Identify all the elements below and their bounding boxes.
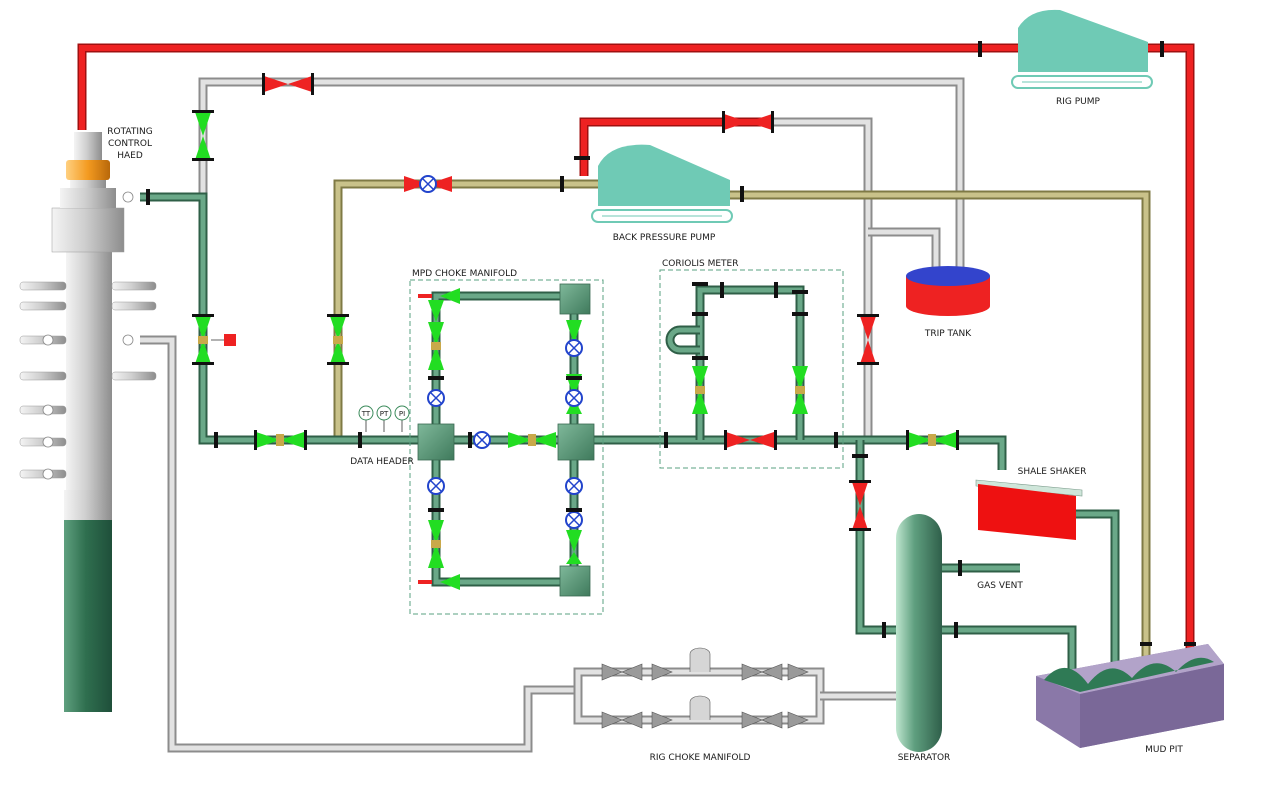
mpd-choke-manifold-box <box>409 279 604 615</box>
green-valve-manifold-mid <box>473 431 556 449</box>
manifold-left-upper-valves <box>427 300 445 407</box>
grey-pipes <box>140 77 965 753</box>
red-valve-coriolis-bypass <box>724 430 777 450</box>
green-valve-coriolis-right <box>792 366 808 414</box>
label-rig-choke-manifold: RIG CHOKE MANIFOLD <box>650 753 751 763</box>
label-trip-tank: TRIP TANK <box>924 329 972 339</box>
green-valve-olive <box>327 314 349 365</box>
red-pipe-main <box>77 43 1195 672</box>
label-rcd-2: CONTROL <box>108 139 152 149</box>
green-valve-coriolis-left <box>692 366 708 414</box>
red-valve-vert-sep <box>849 480 871 531</box>
gauge-pt: PT <box>380 410 389 418</box>
manifold-right-lower-valves <box>565 477 583 564</box>
mud-pit <box>1036 644 1224 748</box>
gauge-pi: PI <box>399 410 405 418</box>
rig-pump <box>1011 9 1153 89</box>
label-coriolis-meter: CORIOLIS METER <box>662 259 739 269</box>
wellhead-column <box>19 132 157 712</box>
back-pressure-pump <box>591 144 733 223</box>
flange-marks <box>146 41 1196 646</box>
manifold-blocks <box>417 283 595 597</box>
red-valve-blue-knob <box>404 175 452 193</box>
green-valve-main-left <box>254 430 307 450</box>
trip-tank <box>906 266 990 316</box>
rig-choke-valves <box>601 647 809 729</box>
shale-shaker <box>975 479 1083 540</box>
label-rcd-1: ROTATING <box>107 127 152 137</box>
label-mpd-choke-manifold: MPD CHOKE MANIFOLD <box>412 269 517 279</box>
label-shale-shaker: SHALE SHAKER <box>1018 467 1087 477</box>
label-rcd-3: HAED <box>117 151 143 161</box>
check-valve-top-left <box>440 288 460 304</box>
gauge-tt: TT <box>361 410 371 418</box>
check-valve-bottom-left <box>440 574 460 590</box>
label-back-pressure-pump: BACK PRESSURE PUMP <box>613 233 716 243</box>
green-valve-vert-1 <box>192 110 214 161</box>
green-valve-vert-2 <box>192 314 236 365</box>
label-rig-pump: RIG PUMP <box>1056 97 1101 107</box>
coriolis-u-bend <box>665 325 700 355</box>
data-header-gauges: TT PT PI <box>358 405 410 432</box>
column-gauges <box>42 191 134 480</box>
rotating-control-head <box>66 160 110 180</box>
red-valve-bpp-line <box>722 111 774 133</box>
red-valve-top-grey <box>262 73 314 95</box>
label-gas-vent: GAS VENT <box>977 581 1023 591</box>
manifold-left-lower-valves <box>427 477 445 568</box>
label-separator: SEPARATOR <box>898 753 951 763</box>
red-valve-vert-grey-1 <box>857 314 879 365</box>
coriolis-meter-box <box>659 269 844 469</box>
label-mud-pit: MUD PIT <box>1145 745 1183 755</box>
valves <box>192 73 959 729</box>
label-data-header: DATA HEADER <box>350 457 414 467</box>
separator <box>896 514 942 752</box>
green-valve-to-shaker <box>906 430 959 450</box>
olive-pipes <box>333 179 1151 672</box>
